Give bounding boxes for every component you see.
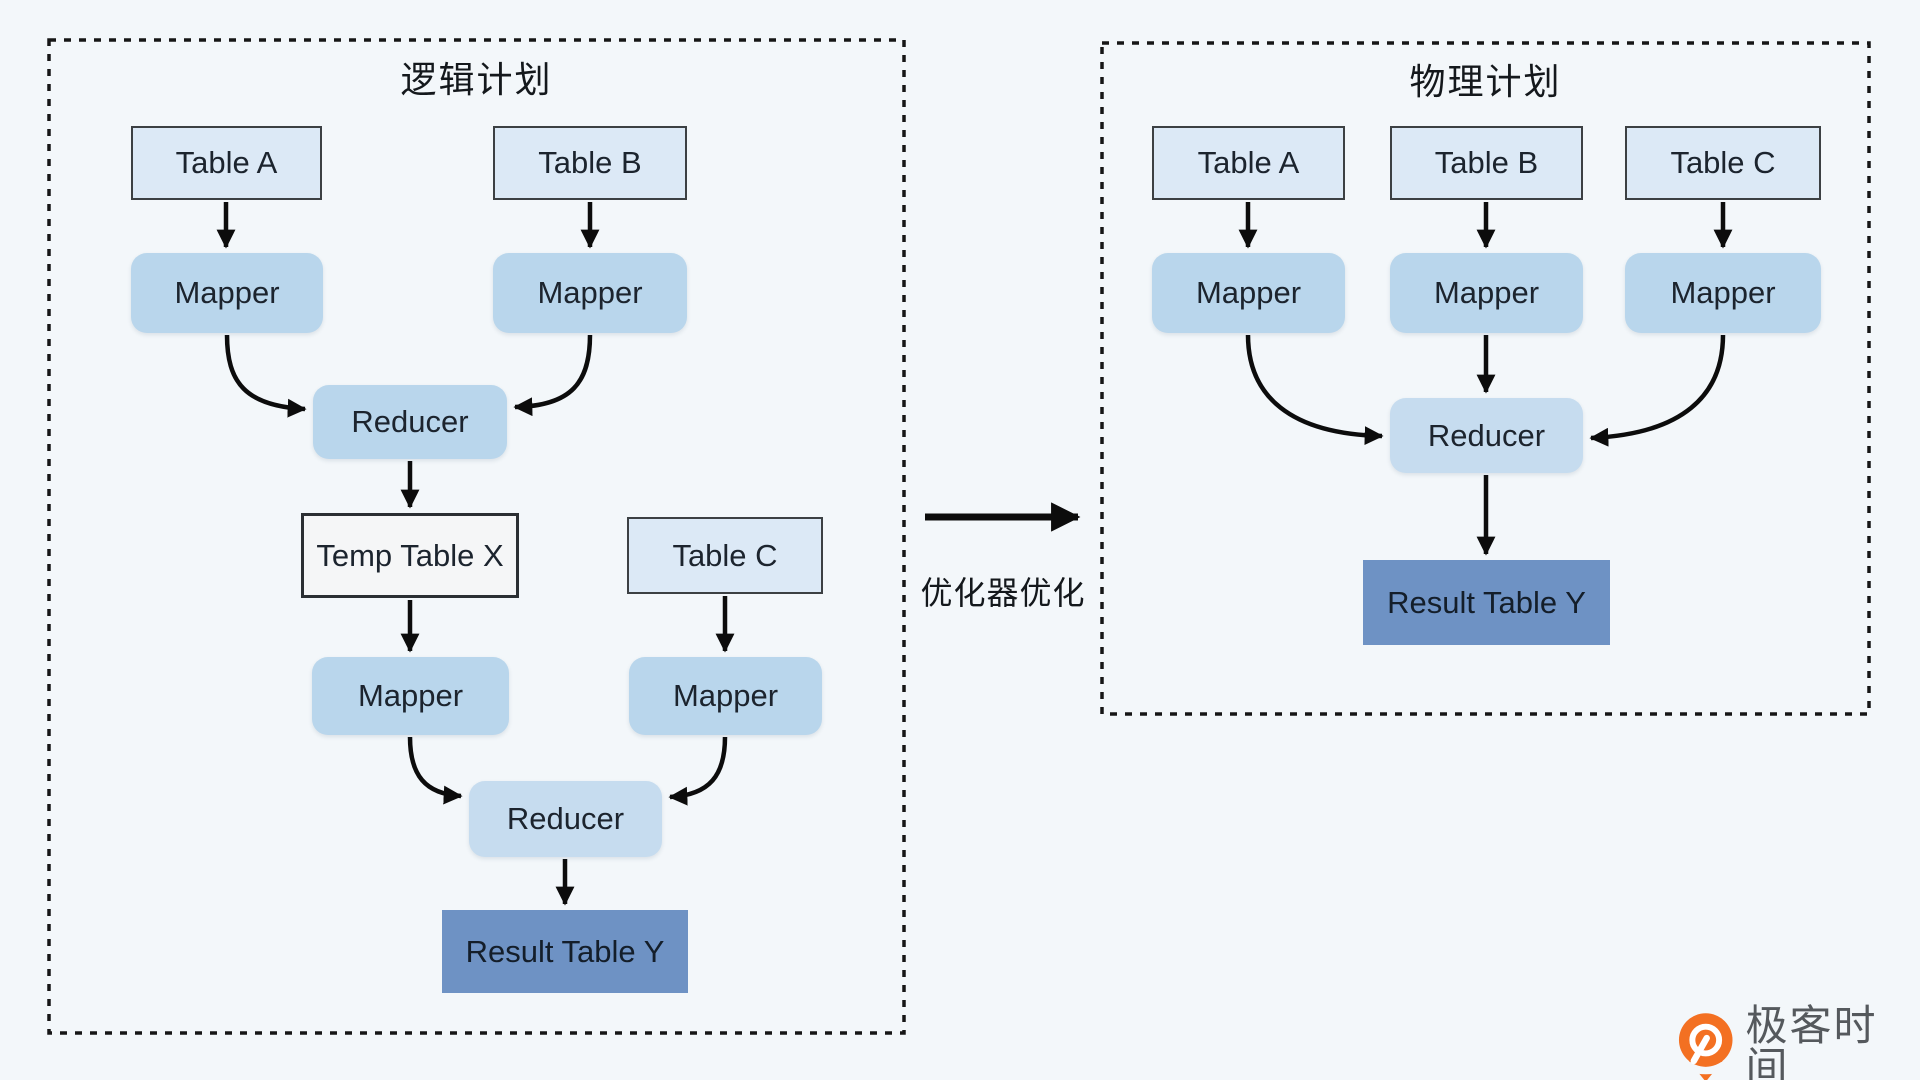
logical-temp-table-x-node: Temp Table X (301, 513, 519, 598)
logical-panel-frame (47, 38, 906, 1035)
physical-mapper-a-node: Mapper (1152, 253, 1345, 333)
logical-plan-title: 逻辑计划 (400, 59, 553, 100)
brand-name: 极客时间 (1745, 1002, 1878, 1080)
logical-result-table-y-node: Result Table Y (442, 910, 688, 993)
logical-table-c-node: Table C (627, 517, 823, 594)
physical-table-c-node: Table C (1625, 126, 1821, 200)
logical-reducer-1-node: Reducer (313, 385, 507, 459)
physical-plan-title: 物理计划 (1409, 61, 1562, 102)
optimizer-transition-label: 优化器优化 (920, 575, 1086, 611)
logical-table-a-node: Table A (131, 126, 322, 200)
logical-table-b-node: Table B (493, 126, 687, 200)
physical-mapper-c-node: Mapper (1625, 253, 1821, 333)
physical-panel-frame (1100, 41, 1871, 716)
brand-logo: 极客时间 (1674, 1005, 1920, 1080)
geektime-pin-icon (1678, 1013, 1733, 1080)
physical-table-b-node: Table B (1390, 126, 1583, 200)
logical-reducer-2-node: Reducer (469, 781, 662, 857)
physical-table-a-node: Table A (1152, 126, 1345, 200)
physical-reducer-node: Reducer (1390, 398, 1583, 473)
logical-mapper-c-node: Mapper (312, 657, 509, 735)
logical-mapper-a-node: Mapper (131, 253, 323, 333)
logical-mapper-d-node: Mapper (629, 657, 822, 735)
logical-mapper-b-node: Mapper (493, 253, 687, 333)
physical-mapper-b-node: Mapper (1390, 253, 1583, 333)
physical-result-table-y-node: Result Table Y (1363, 560, 1610, 645)
